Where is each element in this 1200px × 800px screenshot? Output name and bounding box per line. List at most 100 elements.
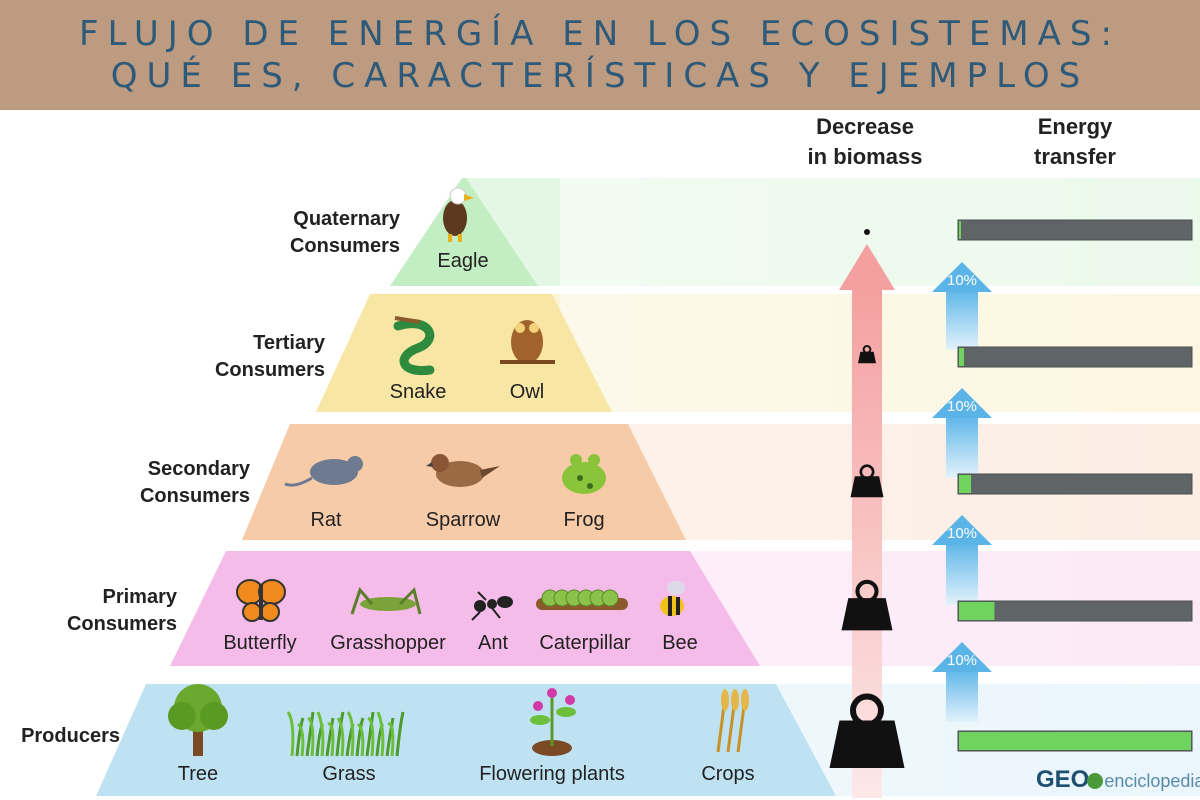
- level-label-tertiary: Tertiary Consumers: [125, 330, 325, 384]
- organism-label-flowering-plants: Flowering plants: [479, 763, 625, 785]
- pyramid-level-quaternary: [390, 178, 538, 286]
- grass-icon: [286, 711, 405, 757]
- weight-icon: [829, 693, 905, 768]
- crops-icon: [716, 689, 749, 753]
- energy-bar-track: [957, 473, 1193, 495]
- biomass-header-line1: Decrease: [816, 114, 914, 139]
- biomass-header-line2: in biomass: [807, 144, 923, 169]
- level-label-line1: Tertiary: [253, 332, 325, 354]
- level-label-line2: Consumers: [139, 485, 250, 507]
- weight-icon-dot: [864, 229, 870, 235]
- level-label-primary: Primary Consumers: [0, 584, 177, 638]
- organism-label-grass: Grass: [322, 763, 376, 785]
- owl-icon: [500, 320, 555, 364]
- energy-arrow-icon: [932, 642, 992, 722]
- weight-icon: [858, 345, 876, 364]
- transfer-pct-label: 10%: [946, 398, 978, 415]
- level-label-line1: Primary: [102, 586, 178, 608]
- globe-icon: [1087, 772, 1104, 789]
- energy-arrow-head: [932, 388, 992, 418]
- watermark-logo: GEO enciclopedia: [1036, 766, 1200, 794]
- energy-bar-quaternary: [957, 219, 1193, 241]
- level-label-producers: Producers: [0, 723, 120, 750]
- caterpillar-icon: [536, 589, 628, 610]
- energy-arrow-shaft: [946, 541, 978, 605]
- level-label-quaternary: Quaternary Consumers: [200, 206, 400, 260]
- organism-label-rat: Rat: [310, 509, 342, 531]
- weight-icon: [864, 229, 870, 235]
- organism-label-grasshopper: Grasshopper: [330, 632, 446, 654]
- organism-label-owl: Owl: [509, 381, 545, 403]
- weight-body: [841, 598, 893, 631]
- energy-arrow-head: [932, 262, 992, 292]
- energy-arrow-icon: [932, 515, 992, 605]
- energy-header-line2: transfer: [1034, 144, 1116, 169]
- ant-icon: [471, 591, 513, 621]
- organism-label-frog: Frog: [563, 509, 605, 531]
- organism-label-snake: Snake: [389, 381, 447, 403]
- pyramid-level-primary: [170, 551, 760, 666]
- level-label-line1: Producers: [21, 725, 120, 747]
- organism-label-butterfly: Butterfly: [223, 632, 297, 654]
- energy-bar-track: [957, 346, 1193, 368]
- biomass-arrow-shaft: [852, 288, 882, 798]
- title-line-1: FLUJO DE ENERGÍA EN LOS ECOSISTEMAS:: [79, 14, 1121, 54]
- rat-icon: [284, 456, 363, 487]
- grasshopper-icon: [350, 587, 422, 615]
- energy-bar-fill: [959, 475, 972, 493]
- energy-arrow-head: [932, 642, 992, 672]
- energy-arrow-head: [932, 515, 992, 545]
- energy-arrow-icon: [932, 388, 992, 478]
- energy-bar-secondary: [957, 473, 1193, 495]
- organism-label-eagle: Eagle: [437, 250, 489, 272]
- weight-icon: [850, 464, 884, 498]
- flowering-plant-icon: [530, 688, 576, 756]
- organism-label-caterpillar: Caterpillar: [539, 632, 631, 654]
- level-label-line1: Secondary: [147, 458, 250, 480]
- energy-bar-fill: [959, 221, 961, 239]
- watermark-text: enciclopedia: [1104, 771, 1200, 791]
- level-label-secondary: Secondary Consumers: [50, 456, 250, 510]
- transfer-pct-label: 10%: [946, 652, 978, 669]
- butterfly-icon: [236, 579, 286, 622]
- sparrow-icon: [426, 454, 500, 487]
- energy-arrow-shaft: [946, 288, 978, 350]
- eagle-icon: [443, 187, 474, 242]
- tree-icon: [168, 684, 228, 756]
- energy-bar-tertiary: [957, 346, 1193, 368]
- organism-label-ant: Ant: [477, 632, 509, 654]
- transfer-pct-label: 10%: [946, 272, 978, 289]
- energy-header-line1: Energy: [1037, 114, 1113, 139]
- energy-column-header: Energy transfer: [1010, 112, 1140, 172]
- frog-icon: [562, 454, 606, 494]
- organism-label-sparrow: Sparrow: [425, 509, 501, 531]
- biomass-arrow-head: [839, 244, 895, 290]
- transfer-pct-label: 10%: [946, 525, 978, 542]
- energy-bar-fill: [959, 602, 995, 620]
- snake-icon: [393, 316, 435, 376]
- weight-body: [858, 351, 876, 364]
- organism-label-bee: Bee: [662, 632, 698, 654]
- energy-bar-fill: [959, 732, 1191, 750]
- energy-bar-fill: [959, 348, 965, 366]
- energy-arrow-icon: [932, 262, 992, 350]
- pyramid-level-tertiary: [316, 294, 612, 412]
- bee-icon: [660, 581, 685, 616]
- organism-label-crops: Crops: [701, 763, 755, 785]
- pyramid-level-producers: [96, 684, 836, 796]
- energy-bar-primary: [957, 600, 1193, 622]
- energy-bar-track: [957, 219, 1193, 241]
- level-label-line2: Consumers: [214, 359, 325, 381]
- energy-arrow-shaft: [946, 414, 978, 478]
- title-banner: FLUJO DE ENERGÍA EN LOS ECOSISTEMAS: QUÉ…: [0, 0, 1200, 110]
- level-label-line2: Consumers: [289, 235, 400, 257]
- weight-body: [850, 476, 884, 498]
- biomass-column-header: Decrease in biomass: [790, 112, 940, 172]
- level-label-line1: Quaternary: [293, 208, 400, 230]
- level-label-line2: Consumers: [66, 613, 177, 635]
- watermark-brand: GEO: [1036, 766, 1090, 793]
- title-line-2: QUÉ ES, CARACTERÍSTICAS Y EJEMPLOS: [110, 56, 1090, 96]
- weight-icon: [841, 579, 893, 631]
- energy-bar-producers: [957, 730, 1193, 752]
